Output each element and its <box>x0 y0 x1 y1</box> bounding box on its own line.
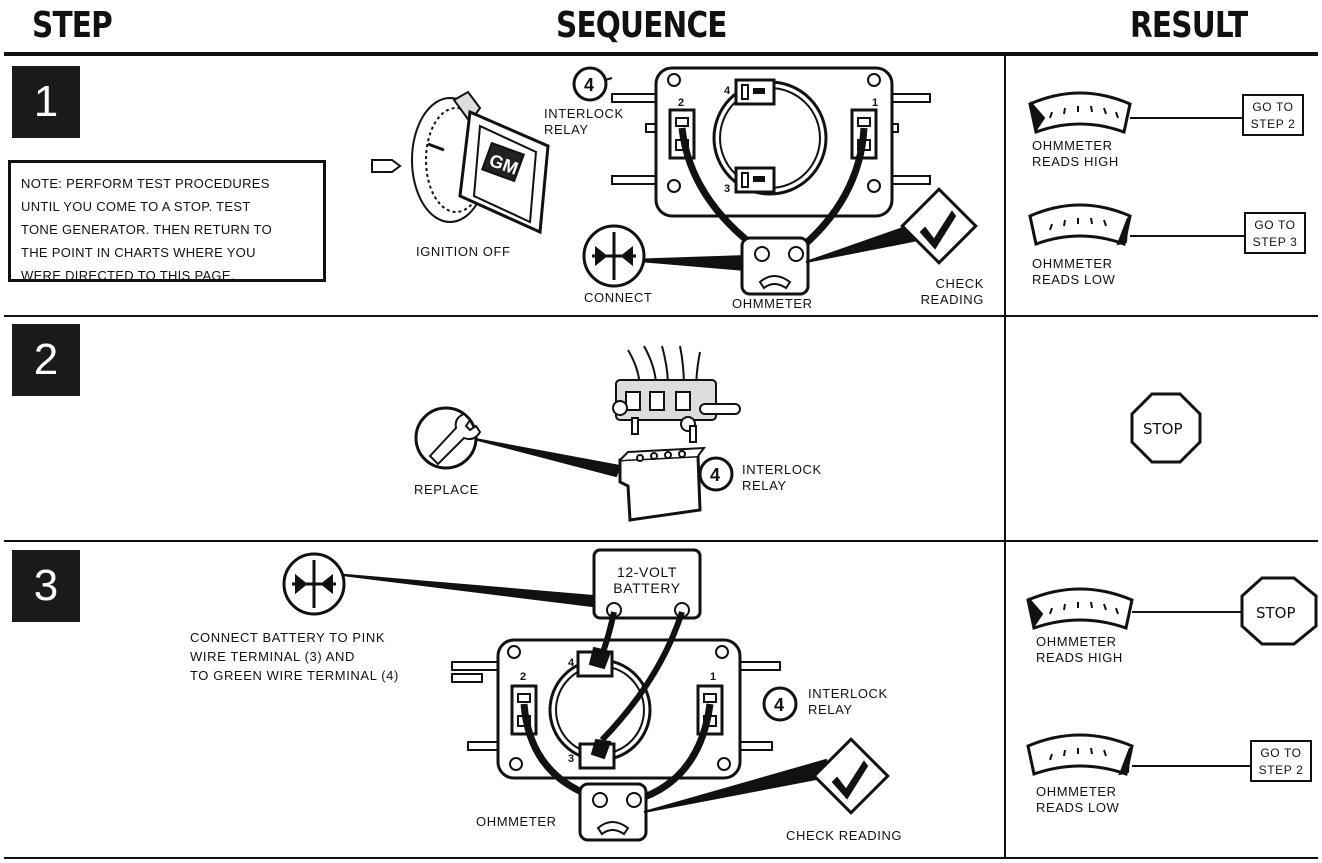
connect-icon-step3 <box>282 552 596 616</box>
interlock-relay-step1 <box>611 66 931 255</box>
terminal-2: 2 <box>678 97 684 109</box>
meter-label-line: READS HIGH <box>1036 650 1123 665</box>
note-line: UNTIL YOU COME TO A STOP. TEST <box>21 199 251 214</box>
go-to-step-2-box: GO TO STEP 2 <box>1242 94 1304 136</box>
terminal-3: 3 <box>724 183 730 195</box>
stop-sign-step3: STOP <box>1240 576 1318 646</box>
meter-high-step1 <box>1028 91 1242 134</box>
header-sequence: SEQUENCE <box>556 5 727 46</box>
go-to-step-2-box-step3: GO TO STEP 2 <box>1250 740 1312 782</box>
goto-line: GO TO <box>1254 218 1296 232</box>
terminal-1: 1 <box>710 671 716 683</box>
go-to-step-3-box: GO TO STEP 3 <box>1244 212 1306 254</box>
callout-number: 4 <box>710 465 720 485</box>
note-line: NOTE: PERFORM TEST PROCEDURES <box>21 176 270 191</box>
relay-label-line: RELAY <box>544 122 589 137</box>
relay-label-line: RELAY <box>742 478 787 493</box>
check-reading-label-step1: CHECK READING <box>908 276 984 308</box>
callout-number: 4 <box>584 75 594 95</box>
stop-sign-step2: STOP <box>1130 392 1202 464</box>
check-label-line: READING <box>920 292 984 307</box>
meter-high-step3 <box>1026 587 1244 630</box>
connect-label-line: TO GREEN WIRE TERMINAL (4) <box>190 668 399 683</box>
meter-label-low-step1: OHMMETER READS LOW <box>1032 256 1115 288</box>
note-line: TONE GENERATOR. THEN RETURN TO <box>21 222 272 237</box>
terminal-1: 1 <box>872 97 878 109</box>
goto-line: STEP 3 <box>1252 235 1298 249</box>
note-box: NOTE: PERFORM TEST PROCEDURES UNTIL YOU … <box>8 160 326 283</box>
battery-label-line: BATTERY <box>613 580 681 596</box>
terminal-2: 2 <box>520 671 526 683</box>
note-line: THE POINT IN CHARTS WHERE YOU <box>21 245 256 260</box>
relay-callout-step1: 4 <box>572 66 613 102</box>
meter-label-line: OHMMETER <box>1032 138 1113 153</box>
battery-label: 12-VOLT BATTERY <box>598 564 696 596</box>
terminal-numbers-step3: 1 2 3 4 <box>520 657 716 765</box>
meter-label-line: READS LOW <box>1032 272 1116 287</box>
replace-wrench-icon <box>414 406 622 478</box>
callout-number: 4 <box>774 695 784 715</box>
replace-label: REPLACE <box>414 482 479 497</box>
terminal-numbers-step1: 1 2 3 4 <box>678 85 878 195</box>
connect-label-line: WIRE TERMINAL (3) AND <box>190 649 356 664</box>
battery-label-line: 12-VOLT <box>617 564 677 580</box>
stop-sign-text: STOP <box>1143 420 1183 438</box>
relay-label-step2: INTERLOCK RELAY <box>742 462 822 494</box>
ohmmeter-label-step3: OHMMETER <box>476 814 557 829</box>
relay-label-step1: INTERLOCK RELAY <box>544 106 624 138</box>
header-step: STEP <box>32 5 113 46</box>
relay-label-line: RELAY <box>808 702 853 717</box>
relay-callout-step3: 4 <box>762 686 798 722</box>
relay-label-line: INTERLOCK <box>808 686 888 701</box>
relay-label-line: INTERLOCK <box>742 462 822 477</box>
step-number-2: 2 <box>12 324 80 396</box>
ohmmeter-icon-step1 <box>740 236 810 296</box>
meter-label-line: OHMMETER <box>1032 256 1113 271</box>
connect-icon <box>582 224 747 288</box>
meter-label-low-step3: OHMMETER READS LOW <box>1036 784 1119 816</box>
ignition-switch-drawing: GM <box>371 90 550 235</box>
pointer-arrow-icon <box>371 159 402 173</box>
header-result: RESULT <box>1130 5 1248 46</box>
meter-low-step3 <box>1026 733 1250 776</box>
meter-label-line: READS LOW <box>1036 800 1120 815</box>
terminal-4: 4 <box>568 657 575 669</box>
meter-label-line: OHMMETER <box>1036 634 1117 649</box>
goto-line: STEP 2 <box>1258 763 1304 777</box>
meter-label-line: READS HIGH <box>1032 154 1119 169</box>
stop-sign-text: STOP <box>1256 604 1296 622</box>
green-wire-pointer <box>451 673 483 683</box>
terminal-4: 4 <box>724 85 731 97</box>
connect-battery-label: CONNECT BATTERY TO PINK WIRE TERMINAL (3… <box>190 628 399 685</box>
interlock-relay-step3 <box>451 611 781 804</box>
ohmmeter-icon-step3 <box>578 782 648 842</box>
ohmmeter-label-step1: OHMMETER <box>732 296 813 311</box>
step-number-1: 1 <box>12 66 80 138</box>
goto-line: GO TO <box>1260 746 1302 760</box>
note-line: WERE DIRECTED TO THIS PAGE. <box>21 268 235 283</box>
check-reading-label-step3: CHECK READING <box>786 828 903 843</box>
relay-connector-drawing <box>612 345 741 522</box>
table-grid <box>4 52 1318 859</box>
goto-line: STEP 2 <box>1250 117 1296 131</box>
relay-label-step3: INTERLOCK RELAY <box>808 686 888 718</box>
terminal-3: 3 <box>568 753 574 765</box>
meter-low-step1 <box>1028 203 1244 246</box>
meter-label-high-step3: OHMMETER READS HIGH <box>1036 634 1123 666</box>
goto-line: GO TO <box>1252 100 1294 114</box>
relay-label-line: INTERLOCK <box>544 106 624 121</box>
battery-box <box>592 548 702 620</box>
check-label-line: CHECK <box>935 276 984 291</box>
connect-label-step1: CONNECT <box>584 290 653 305</box>
step-number-3: 3 <box>12 550 80 622</box>
check-reading-icon-step1 <box>805 187 978 265</box>
check-reading-icon-step3 <box>643 737 890 815</box>
meter-label-high-step1: OHMMETER READS HIGH <box>1032 138 1119 170</box>
meter-label-line: OHMMETER <box>1036 784 1117 799</box>
ignition-off-label: IGNITION OFF <box>416 244 511 259</box>
relay-callout-step2: 4 <box>698 456 734 492</box>
connect-label-line: CONNECT BATTERY TO PINK <box>190 630 386 645</box>
